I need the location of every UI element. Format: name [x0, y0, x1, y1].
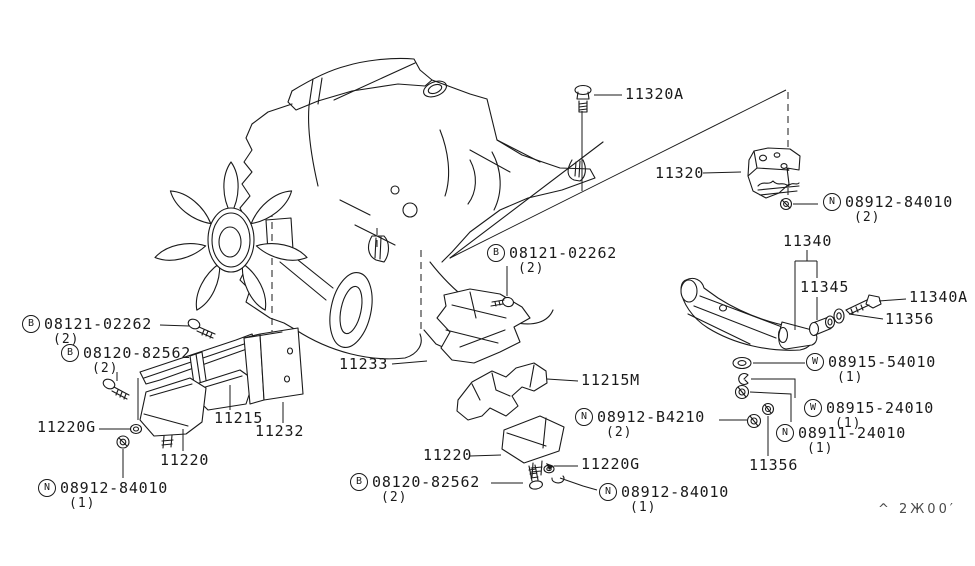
prefix-circle-n: N — [599, 483, 617, 501]
prefix-circle-w: W — [806, 353, 824, 371]
part-label-11345: 11345 — [800, 278, 850, 296]
prefix-circle-n: N — [776, 424, 794, 442]
part-11233-heat-shield — [436, 288, 531, 364]
part-11320A-bolt — [574, 84, 592, 113]
bolt-08120-82562-left — [102, 378, 130, 400]
part-label-11220g-center: 11220G — [581, 455, 640, 473]
prefix-circle-n: N — [575, 408, 593, 426]
part-11340A-bolt — [845, 294, 882, 315]
part-11220-insulator-left — [139, 377, 207, 449]
part-label-11320: 11320 — [655, 164, 705, 182]
part-label-11340a: 11340A — [909, 288, 968, 306]
bolt-08121-02262-left — [187, 318, 216, 339]
fan-icon — [154, 161, 308, 311]
part-11220-insulator-center — [501, 415, 565, 478]
part-11320-bracket — [747, 147, 801, 199]
prefix-circle-b: B — [61, 344, 79, 362]
washer-stack-crossmember — [732, 356, 775, 429]
part-label-11220g-left: 11220G — [37, 418, 96, 436]
part-label-11356-right: 11356 — [885, 310, 935, 328]
prefix-circle-b: B — [487, 244, 505, 262]
bolt-08121-02262-center — [490, 296, 514, 308]
part-label-11320a: 11320A — [625, 85, 684, 103]
part-label-11215: 11215 — [214, 409, 264, 427]
part-label-11232: 11232 — [255, 422, 305, 440]
part-11345-bushing — [808, 315, 836, 337]
bolt-08120-82562-center — [528, 464, 543, 490]
leader-lines — [99, 89, 907, 491]
prefix-circle-b: B — [22, 315, 40, 333]
diagram-plate-code: ^ 2Ж00′ — [878, 502, 956, 517]
washer-11220G-center — [543, 463, 565, 484]
prefix-circle-w: W — [804, 399, 822, 417]
engine-line-art — [237, 57, 604, 360]
part-label-11233: 11233 — [339, 355, 389, 373]
part-11356-washer-right — [833, 308, 845, 324]
nut-08912-84010-top — [779, 197, 793, 211]
part-label-11220-center: 11220 — [423, 446, 473, 464]
prefix-circle-b: B — [350, 473, 368, 491]
part-11215M-bracket — [456, 362, 548, 421]
part-label-11356-lower: 11356 — [749, 456, 799, 474]
nut-08912-84010-left — [116, 435, 130, 449]
part-label-11340: 11340 — [783, 232, 833, 250]
part-label-11215m: 11215M — [581, 371, 640, 389]
part-label-11220-left: 11220 — [160, 451, 210, 469]
prefix-circle-n: N — [823, 193, 841, 211]
washer-11220G-left — [129, 423, 143, 435]
part-11232-plate — [243, 327, 304, 405]
part-11340-crossmember — [680, 277, 818, 351]
prefix-circle-n: N — [38, 479, 56, 497]
